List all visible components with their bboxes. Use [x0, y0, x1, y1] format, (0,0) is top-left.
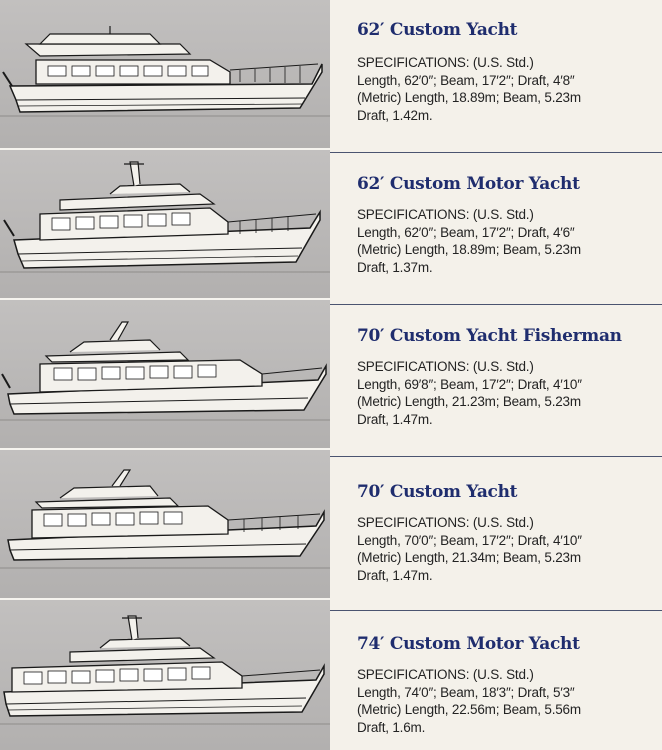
spec-block-4: 70′ Custom Yacht SPECIFICATIONS: (U.S. S… — [330, 456, 662, 608]
spec-line: SPECIFICATIONS: (U.S. Std.) — [357, 359, 534, 374]
spec-line: Length, 62′0″; Beam, 17′2″; Draft, 4′8″ — [357, 72, 575, 88]
spec-line: Length, 70′0″; Beam, 17′2″; Draft, 4′10″ — [357, 532, 582, 548]
yacht-title: 62′ Custom Yacht — [357, 20, 518, 40]
yacht-drawing-icon — [0, 26, 330, 117]
yacht-drawing-icon — [0, 615, 330, 725]
drawing-panel-2 — [0, 150, 330, 300]
spec-line: Length, 69′8″; Beam, 17′2″; Draft, 4′10″ — [357, 376, 582, 392]
drawing-panel-4 — [0, 450, 330, 600]
spec-line: SPECIFICATIONS: (U.S. Std.) — [357, 207, 534, 222]
spec-line: Draft, 1.42m. — [357, 107, 433, 123]
yacht-drawing-icon — [0, 161, 330, 273]
spec-block-1: 62′ Custom Yacht SPECIFICATIONS: (U.S. S… — [330, 0, 662, 152]
yacht-title: 70′ Custom Yacht Fisherman — [357, 326, 622, 346]
spec-line: SPECIFICATIONS: (U.S. Std.) — [357, 667, 534, 682]
spec-line: SPECIFICATIONS: (U.S. Std.) — [357, 55, 534, 70]
spec-line: (Metric) Length, 18.89m; Beam, 5.23m — [357, 242, 581, 257]
drawings-column — [0, 0, 330, 750]
yacht-specs: SPECIFICATIONS: (U.S. Std.) Length, 69′8… — [357, 358, 582, 428]
divider — [330, 456, 662, 457]
spec-line: Draft, 1.37m. — [357, 259, 433, 275]
spec-line: (Metric) Length, 21.23m; Beam, 5.23m — [357, 394, 581, 409]
spec-line: SPECIFICATIONS: (U.S. Std.) — [357, 515, 534, 530]
spec-block-2: 62′ Custom Motor Yacht SPECIFICATIONS: (… — [330, 152, 662, 304]
yacht-specs: SPECIFICATIONS: (U.S. Std.) Length, 74′0… — [357, 666, 581, 736]
spec-line: Length, 62′0″; Beam, 17′2″; Draft, 4′6″ — [357, 224, 575, 240]
spec-line: Draft, 1.47m. — [357, 411, 433, 427]
specs-column: 62′ Custom Yacht SPECIFICATIONS: (U.S. S… — [330, 0, 662, 750]
divider — [330, 610, 662, 611]
spec-line: (Metric) Length, 22.56m; Beam, 5.56m — [357, 702, 581, 717]
divider — [330, 304, 662, 305]
spec-line: (Metric) Length, 18.89m; Beam, 5.23m — [357, 90, 581, 105]
spec-line: Draft, 1.6m. — [357, 719, 426, 735]
drawing-panel-5 — [0, 600, 330, 750]
drawing-panel-3 — [0, 300, 330, 450]
spec-block-5: 74′ Custom Motor Yacht SPECIFICATIONS: (… — [330, 610, 662, 750]
drawing-panel-1 — [0, 0, 330, 150]
divider — [330, 152, 662, 153]
yacht-drawing-icon — [0, 321, 330, 421]
yacht-title: 62′ Custom Motor Yacht — [357, 174, 580, 194]
spec-line: Length, 74′0″; Beam, 18′3″; Draft, 5′3″ — [357, 684, 575, 700]
yacht-title: 74′ Custom Motor Yacht — [357, 634, 580, 654]
spec-line: (Metric) Length, 21.34m; Beam, 5.23m — [357, 550, 581, 565]
yacht-specs: SPECIFICATIONS: (U.S. Std.) Length, 70′0… — [357, 514, 582, 584]
yacht-drawing-icon — [0, 469, 330, 569]
spec-line: Draft, 1.47m. — [357, 567, 433, 583]
spec-block-3: 70′ Custom Yacht Fisherman SPECIFICATION… — [330, 304, 662, 456]
yacht-specs: SPECIFICATIONS: (U.S. Std.) Length, 62′0… — [357, 206, 581, 276]
yacht-title: 70′ Custom Yacht — [357, 482, 518, 502]
yacht-specs: SPECIFICATIONS: (U.S. Std.) Length, 62′0… — [357, 54, 581, 124]
